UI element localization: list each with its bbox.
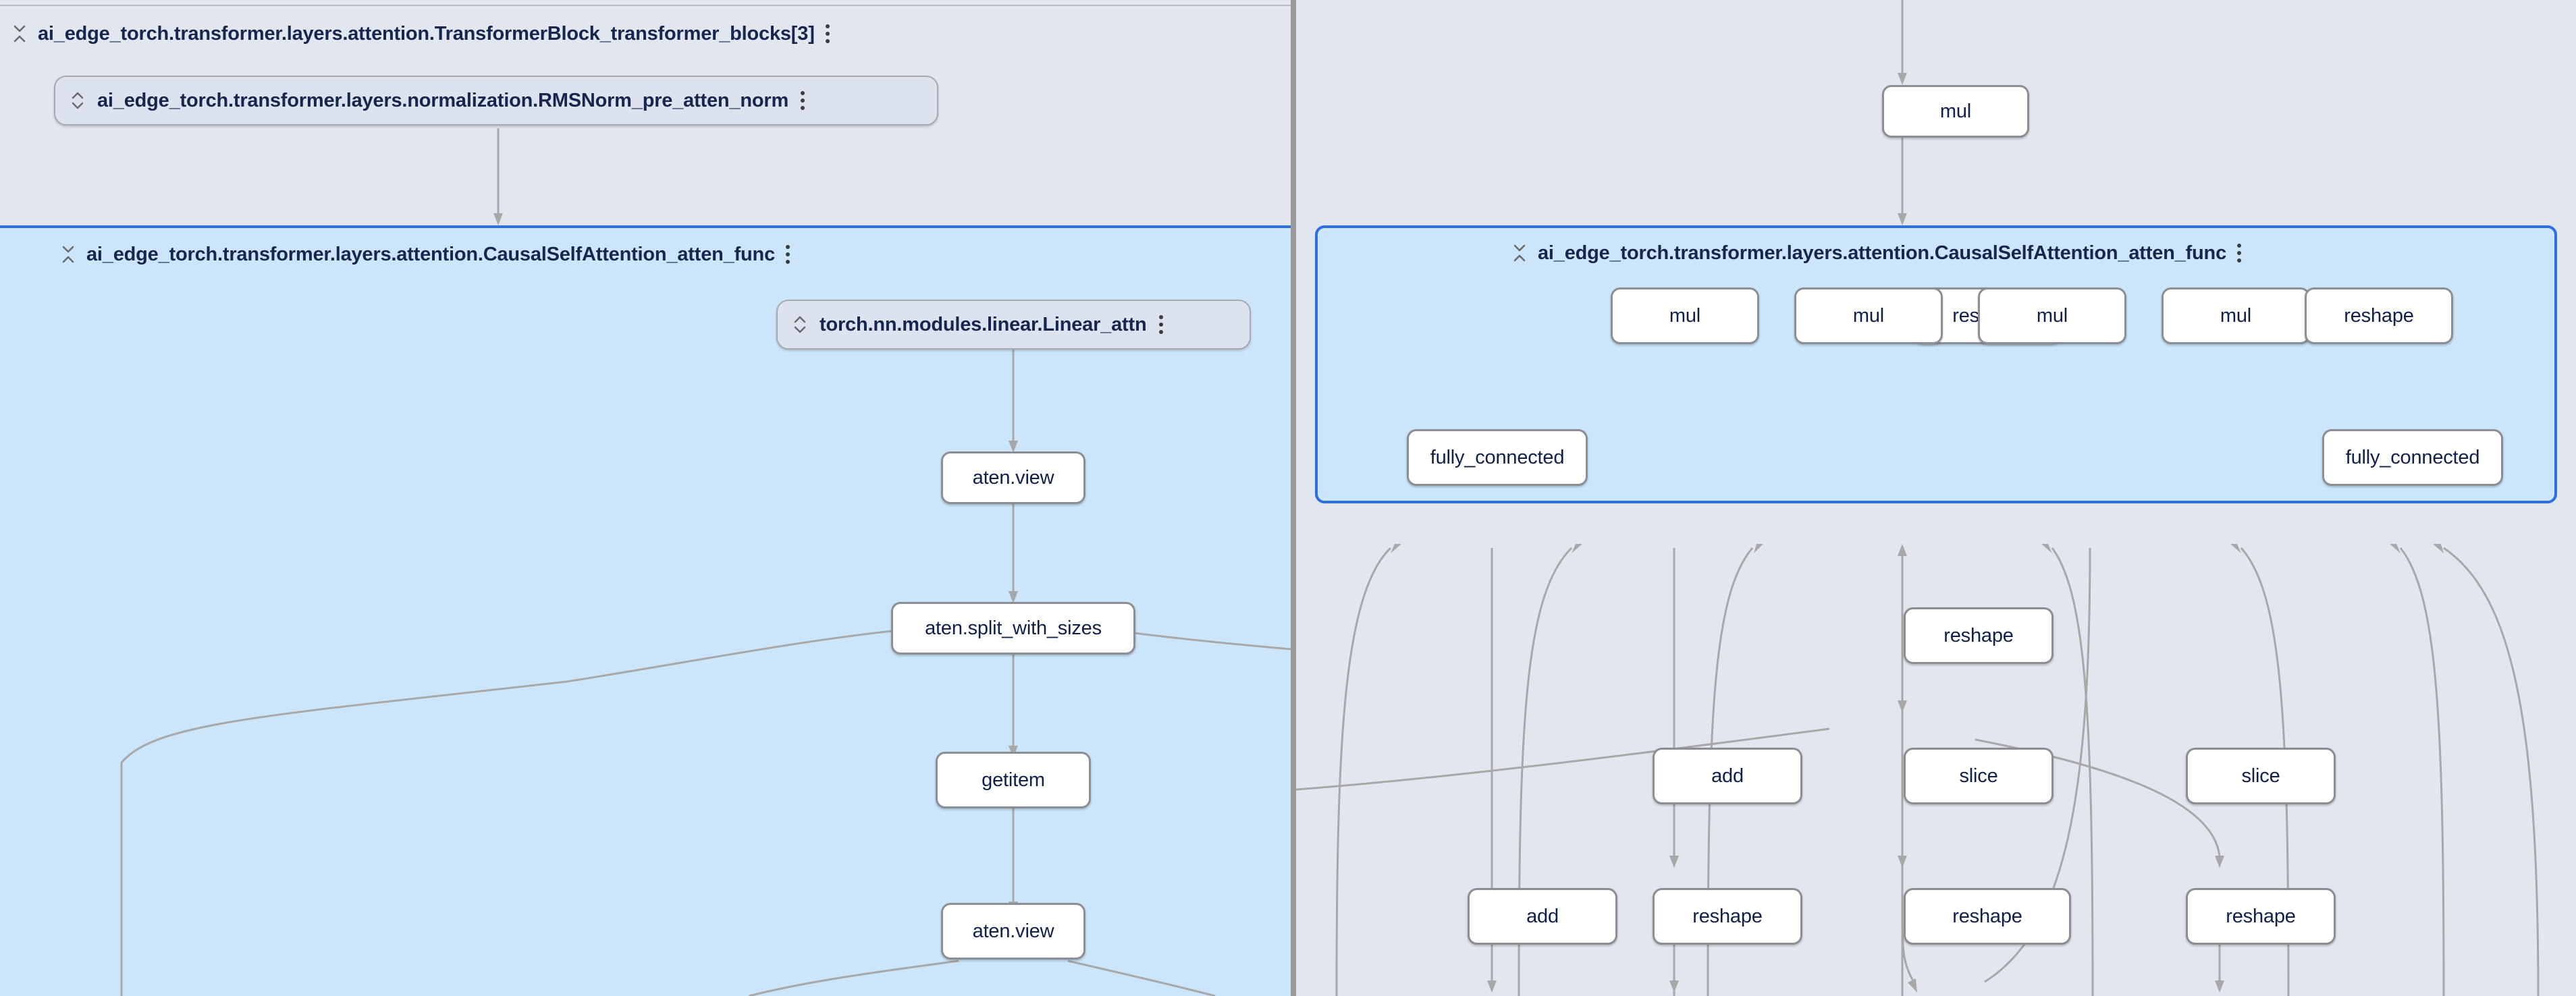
more-vert-icon[interactable] xyxy=(2237,244,2241,262)
layer-node-label-rmsnorm: ai_edge_torch.transformer.layers.normali… xyxy=(97,90,788,112)
op-node-mul-1[interactable]: mul xyxy=(1611,287,1759,344)
op-node-mul-4[interactable]: mul xyxy=(2162,287,2310,344)
op-node-reshape-3[interactable]: reshape xyxy=(1904,607,2054,664)
op-node-slice-2[interactable]: slice xyxy=(2186,748,2336,804)
op-node-reshape-2[interactable]: reshape xyxy=(2305,287,2453,344)
more-vert-icon[interactable] xyxy=(826,24,830,43)
pane-top-divider xyxy=(0,5,1291,6)
op-node-slice-1[interactable]: slice xyxy=(1904,748,2054,804)
op-node-reshape-5[interactable]: reshape xyxy=(1904,888,2071,945)
op-node-getitem[interactable]: getitem xyxy=(936,752,1091,808)
op-node-reshape-4[interactable]: reshape xyxy=(1653,888,1802,945)
op-node-fully-connected-2[interactable]: fully_connected xyxy=(2322,429,2503,486)
expand-chevrons-icon[interactable] xyxy=(70,89,85,112)
expand-chevrons-icon[interactable] xyxy=(793,313,807,336)
collapse-chevrons-icon[interactable] xyxy=(1512,242,1527,265)
group-header-causal-self-attention-right[interactable]: ai_edge_torch.transformer.layers.attenti… xyxy=(1512,238,2241,269)
pane-resize-handle[interactable] xyxy=(1291,0,1296,996)
op-node-mul-2[interactable]: mul xyxy=(1794,287,1943,344)
more-vert-icon[interactable] xyxy=(1159,315,1163,334)
op-node-fully-connected-1[interactable]: fully_connected xyxy=(1407,429,1588,486)
op-node-add-2[interactable]: add xyxy=(1468,888,1617,945)
op-node-aten-view-2[interactable]: aten.view xyxy=(941,903,1085,960)
collapse-chevrons-icon[interactable] xyxy=(12,22,27,45)
group-title-transformer-block: ai_edge_torch.transformer.layers.attenti… xyxy=(38,23,815,45)
op-node-mul-top[interactable]: mul xyxy=(1882,85,2029,138)
op-node-add-1[interactable]: add xyxy=(1653,748,1802,804)
group-header-causal-self-attention-left[interactable]: ai_edge_torch.transformer.layers.attenti… xyxy=(61,239,790,270)
op-node-aten-view-1[interactable]: aten.view xyxy=(941,451,1085,504)
layer-node-label-linear-attn: torch.nn.modules.linear.Linear_attn xyxy=(820,314,1147,336)
group-title-causal-self-attention-left: ai_edge_torch.transformer.layers.attenti… xyxy=(86,244,775,266)
collapse-chevrons-icon[interactable] xyxy=(61,243,76,266)
group-title-causal-self-attention-right: ai_edge_torch.transformer.layers.attenti… xyxy=(1538,242,2226,265)
right-graph-pane[interactable]: mul ai_edge_torch.transformer.layers.att… xyxy=(1296,0,2576,996)
op-node-aten-split-with-sizes[interactable]: aten.split_with_sizes xyxy=(891,602,1135,655)
layer-node-rmsnorm-pre-atten-norm[interactable]: ai_edge_torch.transformer.layers.normali… xyxy=(54,76,938,126)
left-graph-pane[interactable]: ai_edge_torch.transformer.layers.attenti… xyxy=(0,0,1291,996)
more-vert-icon[interactable] xyxy=(801,91,805,110)
group-header-transformer-block[interactable]: ai_edge_torch.transformer.layers.attenti… xyxy=(12,18,830,49)
op-node-mul-3[interactable]: mul xyxy=(1978,287,2126,344)
op-node-reshape-6[interactable]: reshape xyxy=(2186,888,2336,945)
layer-node-linear-attn[interactable]: torch.nn.modules.linear.Linear_attn xyxy=(776,300,1251,350)
more-vert-icon[interactable] xyxy=(786,245,790,264)
